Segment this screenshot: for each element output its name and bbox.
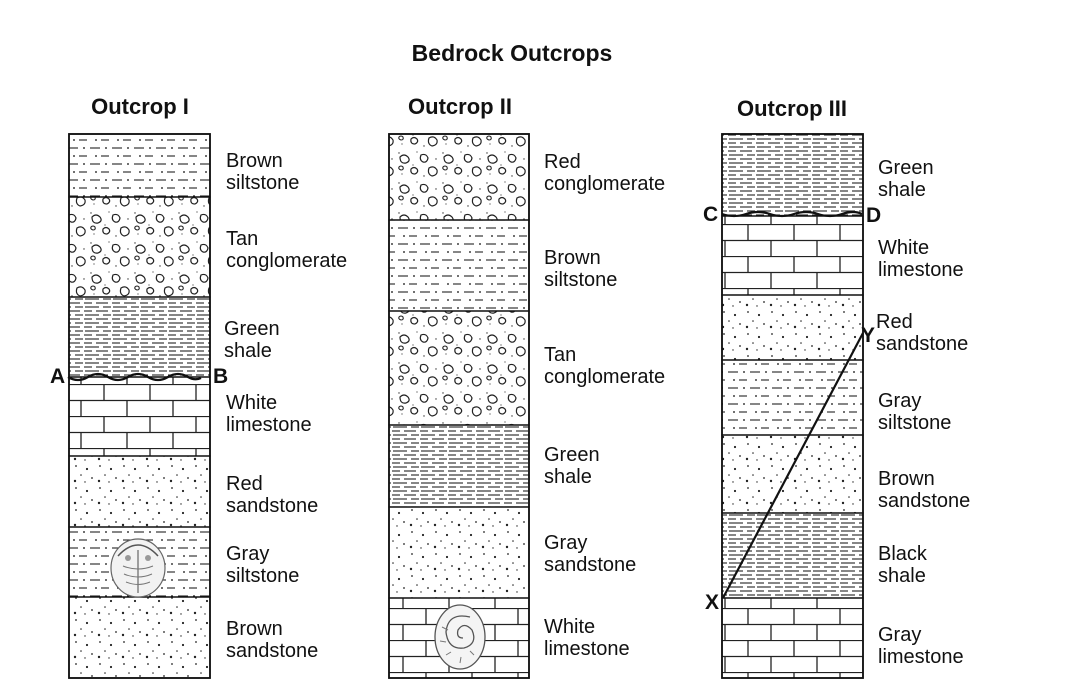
point-b-label: B	[213, 365, 229, 388]
outcrop-3-layer-2	[721, 215, 864, 296]
outcrop-1-layer-4	[68, 376, 211, 457]
outcrop-2-layer-1	[388, 133, 530, 221]
outcrop-3-layer-1	[721, 133, 864, 217]
trilobite-fossil-icon	[110, 538, 166, 598]
outcrop-columns	[68, 133, 864, 679]
point-a-label: A	[50, 365, 66, 388]
unconformity-ab-line	[67, 372, 202, 382]
outcrop-3-frame	[721, 133, 864, 679]
outcrop-1-title: Outcrop I	[91, 94, 189, 119]
outcrop-2-layer-3	[388, 310, 530, 426]
outcrop-1-frame	[68, 133, 211, 679]
outcrop-1-layer-5	[68, 455, 211, 528]
outcrop-2-layer-2	[388, 219, 530, 312]
unconformity-cd-line	[721, 210, 863, 218]
outcrop-1-layer-3	[68, 296, 211, 378]
outcrop-1-layer-1	[68, 133, 211, 198]
outcrop-1-layer-7	[68, 596, 211, 679]
outcrop-3-layer-7	[721, 597, 864, 679]
point-d-label: D	[866, 204, 882, 227]
outcrop-2-title: Outcrop II	[408, 94, 512, 119]
outcrop-3-title: Outcrop III	[737, 96, 847, 121]
point-x-label: X	[705, 591, 720, 614]
outcrop-2-frame	[388, 133, 530, 679]
outcrop-3-layer-3	[721, 294, 864, 361]
fault-line-xy	[722, 332, 864, 599]
outcrop-1-layer-2	[68, 196, 211, 298]
outcrop-2-layer-5	[388, 506, 530, 599]
outcrop-3-layer-5	[721, 434, 864, 514]
ammonite-fossil-icon	[434, 604, 486, 670]
point-c-label: C	[703, 203, 719, 226]
page-title: Bedrock Outcrops	[411, 40, 613, 66]
point-y-label: Y	[861, 324, 876, 347]
outcrop-3-layer-6	[721, 512, 864, 599]
outcrop-2-layer-4	[388, 424, 530, 508]
